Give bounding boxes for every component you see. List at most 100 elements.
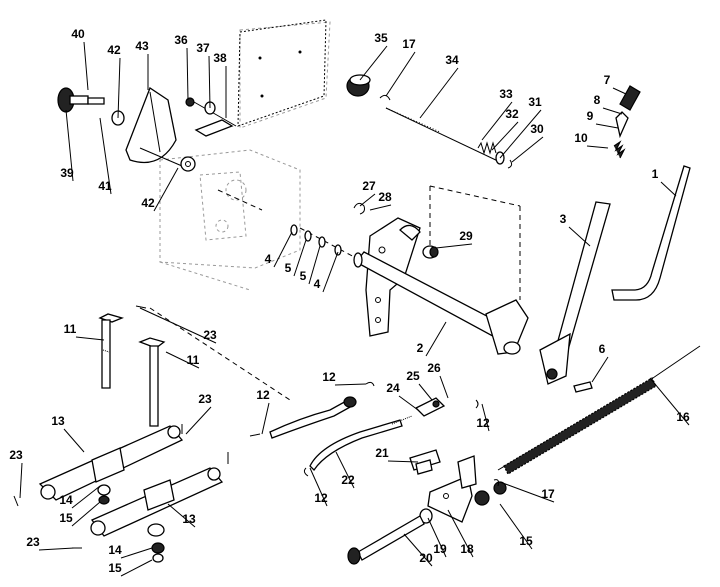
leader-line xyxy=(65,109,74,182)
rod-11b xyxy=(138,337,166,427)
bolts-21 xyxy=(409,449,441,475)
callout-c4a: 4 xyxy=(265,231,293,268)
lever-3 xyxy=(539,201,611,385)
leader-line xyxy=(499,503,533,550)
part-number-label: 30 xyxy=(530,122,544,136)
callout-c24: 24 xyxy=(386,381,419,411)
callout-c38: 38 xyxy=(213,51,227,118)
callout-c26: 26 xyxy=(427,361,449,399)
leader-line xyxy=(511,136,544,163)
leader-line xyxy=(419,67,459,119)
leader-line xyxy=(153,167,179,212)
leader-line xyxy=(167,503,196,528)
part-number-label: 27 xyxy=(362,179,376,193)
leader-line xyxy=(117,57,121,119)
callout-c22: 22 xyxy=(335,451,355,489)
shaft-2 xyxy=(353,251,529,355)
callout-c37: 37 xyxy=(196,41,211,109)
knob-39 xyxy=(57,87,89,113)
part-number-label: 40 xyxy=(71,27,85,41)
callout-c12d: 12 xyxy=(309,467,328,507)
leader-line xyxy=(499,481,555,503)
callout-c33: 33 xyxy=(481,87,513,141)
part-number-label: 26 xyxy=(427,361,441,375)
leader-line xyxy=(83,41,89,91)
part-number-label: 23 xyxy=(198,392,212,406)
callout-c19: 19 xyxy=(427,517,447,558)
clip-17b xyxy=(493,479,499,487)
leader-line xyxy=(439,375,449,399)
callout-c3: 3 xyxy=(560,212,591,247)
part-number-label: 35 xyxy=(374,31,388,45)
callout-c17a: 17 xyxy=(385,37,416,97)
leader-line xyxy=(481,403,490,432)
leader-line xyxy=(359,193,376,207)
frame-ghost xyxy=(159,21,331,291)
leader-line xyxy=(71,501,101,527)
callout-c18: 18 xyxy=(447,509,474,558)
leader-line xyxy=(139,307,217,344)
spring-33 xyxy=(477,141,497,155)
part-number-label: 23 xyxy=(26,535,40,549)
part-number-label: 15 xyxy=(59,511,73,525)
leader-line xyxy=(359,45,388,81)
washers-4-5 xyxy=(290,224,342,256)
callout-c23b: 23 xyxy=(185,392,212,435)
callout-c40: 40 xyxy=(71,27,89,91)
leader-line xyxy=(273,231,293,268)
callout-c16: 16 xyxy=(649,377,690,426)
callout-c15b: 15 xyxy=(108,559,153,577)
part-number-label: 17 xyxy=(402,37,416,51)
part-number-label: 12 xyxy=(322,370,336,384)
leader-line xyxy=(612,87,627,95)
part-number-label: 19 xyxy=(433,542,447,556)
part-number-label: 12 xyxy=(476,416,490,430)
leader-line xyxy=(38,547,75,551)
part-number-label: 25 xyxy=(406,369,420,383)
pin-8-9 xyxy=(615,111,629,139)
part-number-label: 13 xyxy=(51,414,65,428)
part-number-label: 24 xyxy=(386,381,400,395)
leader-line xyxy=(491,121,519,151)
part-number-label: 3 xyxy=(560,212,567,226)
callout-c30: 30 xyxy=(511,122,544,163)
clip-17a xyxy=(379,94,391,101)
callout-c9: 9 xyxy=(587,109,619,129)
leader-line xyxy=(369,204,392,211)
part-number-label: 16 xyxy=(676,410,690,424)
callout-c25: 25 xyxy=(406,369,433,401)
part-number-label: 42 xyxy=(141,196,155,210)
callout-c41: 41 xyxy=(98,117,112,195)
callout-c5a: 5 xyxy=(285,239,307,277)
part-number-label: 13 xyxy=(182,512,196,526)
part-number-label: 28 xyxy=(378,190,392,204)
part-number-label: 42 xyxy=(107,43,121,57)
callout-c13a: 13 xyxy=(51,414,85,453)
leader-line xyxy=(387,460,419,463)
leader-line xyxy=(425,321,447,357)
callout-c7: 7 xyxy=(604,73,627,95)
part-number-label: 33 xyxy=(499,87,513,101)
leader-line xyxy=(586,145,609,149)
clips-12 xyxy=(249,381,479,477)
leader-line xyxy=(649,377,690,426)
leader-line xyxy=(63,428,85,453)
leader-line xyxy=(591,356,609,383)
clip-30 xyxy=(507,159,513,169)
callout-c28: 28 xyxy=(369,190,392,211)
bracket-38 xyxy=(194,119,234,137)
leader-line xyxy=(261,402,270,435)
callout-c23a: 23 xyxy=(139,307,217,344)
callout-c4b: 4 xyxy=(314,251,339,293)
leader-line xyxy=(435,243,473,249)
rod-12 xyxy=(269,396,357,439)
pin-29 xyxy=(422,245,439,259)
leader-line xyxy=(308,245,321,285)
fitting-24-26 xyxy=(414,397,446,417)
part-number-label: 17 xyxy=(541,487,555,501)
leader-line xyxy=(602,107,623,115)
leader-line xyxy=(418,383,433,401)
link-13b xyxy=(90,467,224,537)
part-number-label: 11 xyxy=(187,353,200,367)
